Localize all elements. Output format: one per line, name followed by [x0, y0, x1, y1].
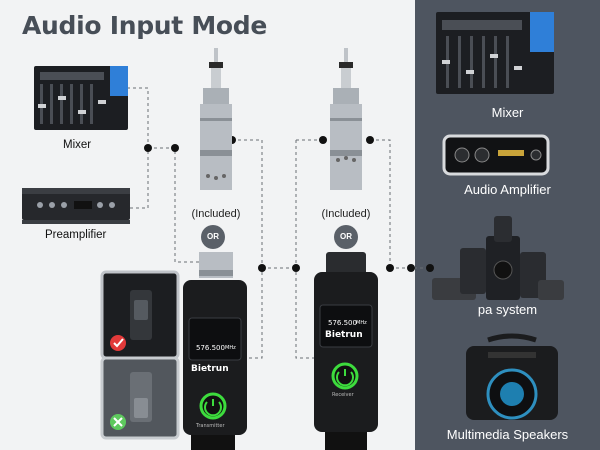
- or-badge-left: OR: [201, 225, 225, 249]
- receiver-freq: 576.500: [328, 319, 357, 327]
- included-label-left: (Included): [191, 208, 241, 220]
- transmitter-brand: Bietrun: [191, 364, 229, 374]
- left-mixer-image: [34, 66, 128, 130]
- left-jack-adapter: [200, 48, 232, 190]
- transmitter-name: Transmitter: [196, 423, 225, 429]
- right-jack-adapter: [330, 48, 362, 190]
- transmitter-unit: MHz: [225, 345, 236, 351]
- output-mixer-label: Mixer: [491, 105, 524, 120]
- switch-detail-panels: [100, 270, 180, 440]
- multimedia-speaker-image: [466, 333, 558, 420]
- page-title: Audio Input Mode: [22, 11, 268, 40]
- output-pa-label: pa system: [477, 302, 538, 317]
- output-speakers-label: Multimedia Speakers: [446, 427, 569, 442]
- receiver-device: [314, 252, 378, 450]
- transmitter-device: [183, 252, 247, 450]
- or-badge-right: OR: [334, 225, 358, 249]
- right-mixer-image: [436, 12, 554, 94]
- pa-system-image: [432, 216, 564, 300]
- mixer-label: Mixer: [63, 139, 92, 151]
- receiver-name: Receiver: [332, 392, 354, 398]
- audio-amplifier-image: [442, 134, 550, 176]
- receiver-brand: Bietrun: [325, 330, 363, 340]
- preamplifier-label: Preamplifier: [45, 229, 107, 241]
- receiver-unit: MHz: [356, 320, 367, 326]
- preamplifier-image: [22, 188, 130, 224]
- output-amplifier-label: Audio Amplifier: [464, 182, 551, 197]
- included-label-right: (Included): [321, 208, 371, 220]
- transmitter-freq: 576.500: [196, 344, 225, 352]
